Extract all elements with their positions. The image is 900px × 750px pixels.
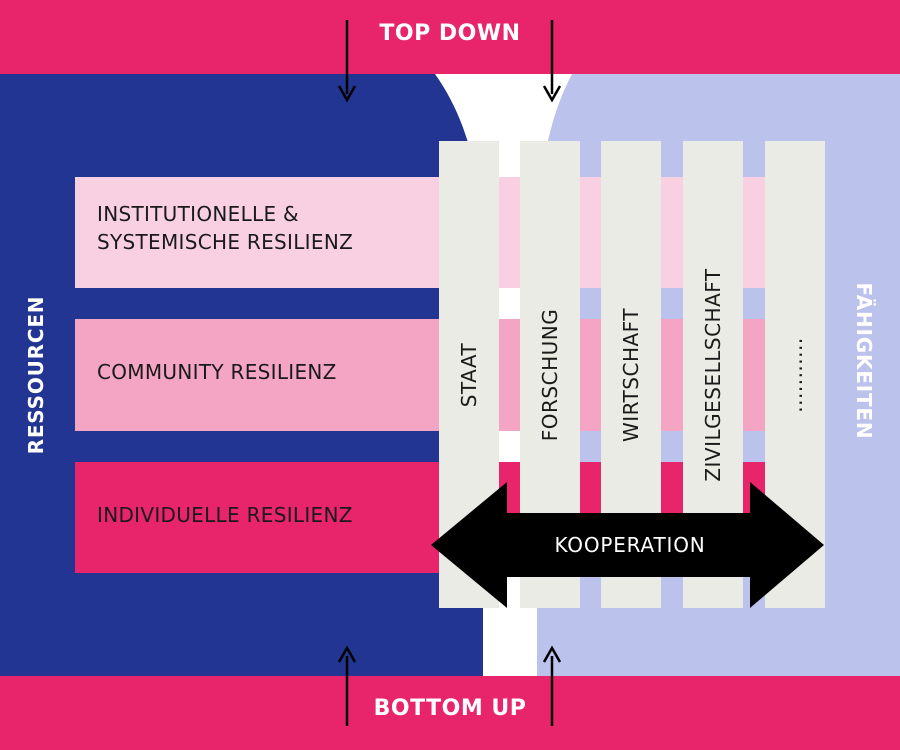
column-more-label: ........... xyxy=(783,337,807,413)
top-down-arrow-right xyxy=(542,20,562,103)
cooperation-arrow xyxy=(431,482,824,608)
column-zivilgesellschaft-label: ZIVILGESELLSCHAFT xyxy=(701,268,725,482)
row-institutional-label-line1: INSTITUTIONELLE & xyxy=(97,202,299,226)
row-individual-label: INDIVIDUELLE RESILIENZ xyxy=(97,503,353,527)
column-staat-label: STAAT xyxy=(457,342,481,408)
resources-label: RESSOURCEN xyxy=(24,295,48,455)
top-down-band xyxy=(0,0,900,74)
top-down-arrow-left xyxy=(337,20,357,103)
row-institutional-label-line2: SYSTEMISCHE RESILIENZ xyxy=(97,230,354,254)
capabilities-label: FÄHIGKEITEN xyxy=(852,282,876,440)
column-wirtschaft-label: WIRTSCHAFT xyxy=(619,307,643,443)
column-forschung-label: FORSCHUNG xyxy=(538,308,562,442)
bottom-up-label: BOTTOM UP xyxy=(373,696,527,721)
bottom-up-band xyxy=(0,676,900,750)
row-community-label: COMMUNITY RESILIENZ xyxy=(97,360,337,384)
bottom-up-arrow-right xyxy=(542,645,562,726)
bottom-up-arrow-left xyxy=(337,645,357,726)
top-down-label: TOP DOWN xyxy=(379,21,521,46)
cooperation-label: KOOPERATION xyxy=(554,533,706,557)
